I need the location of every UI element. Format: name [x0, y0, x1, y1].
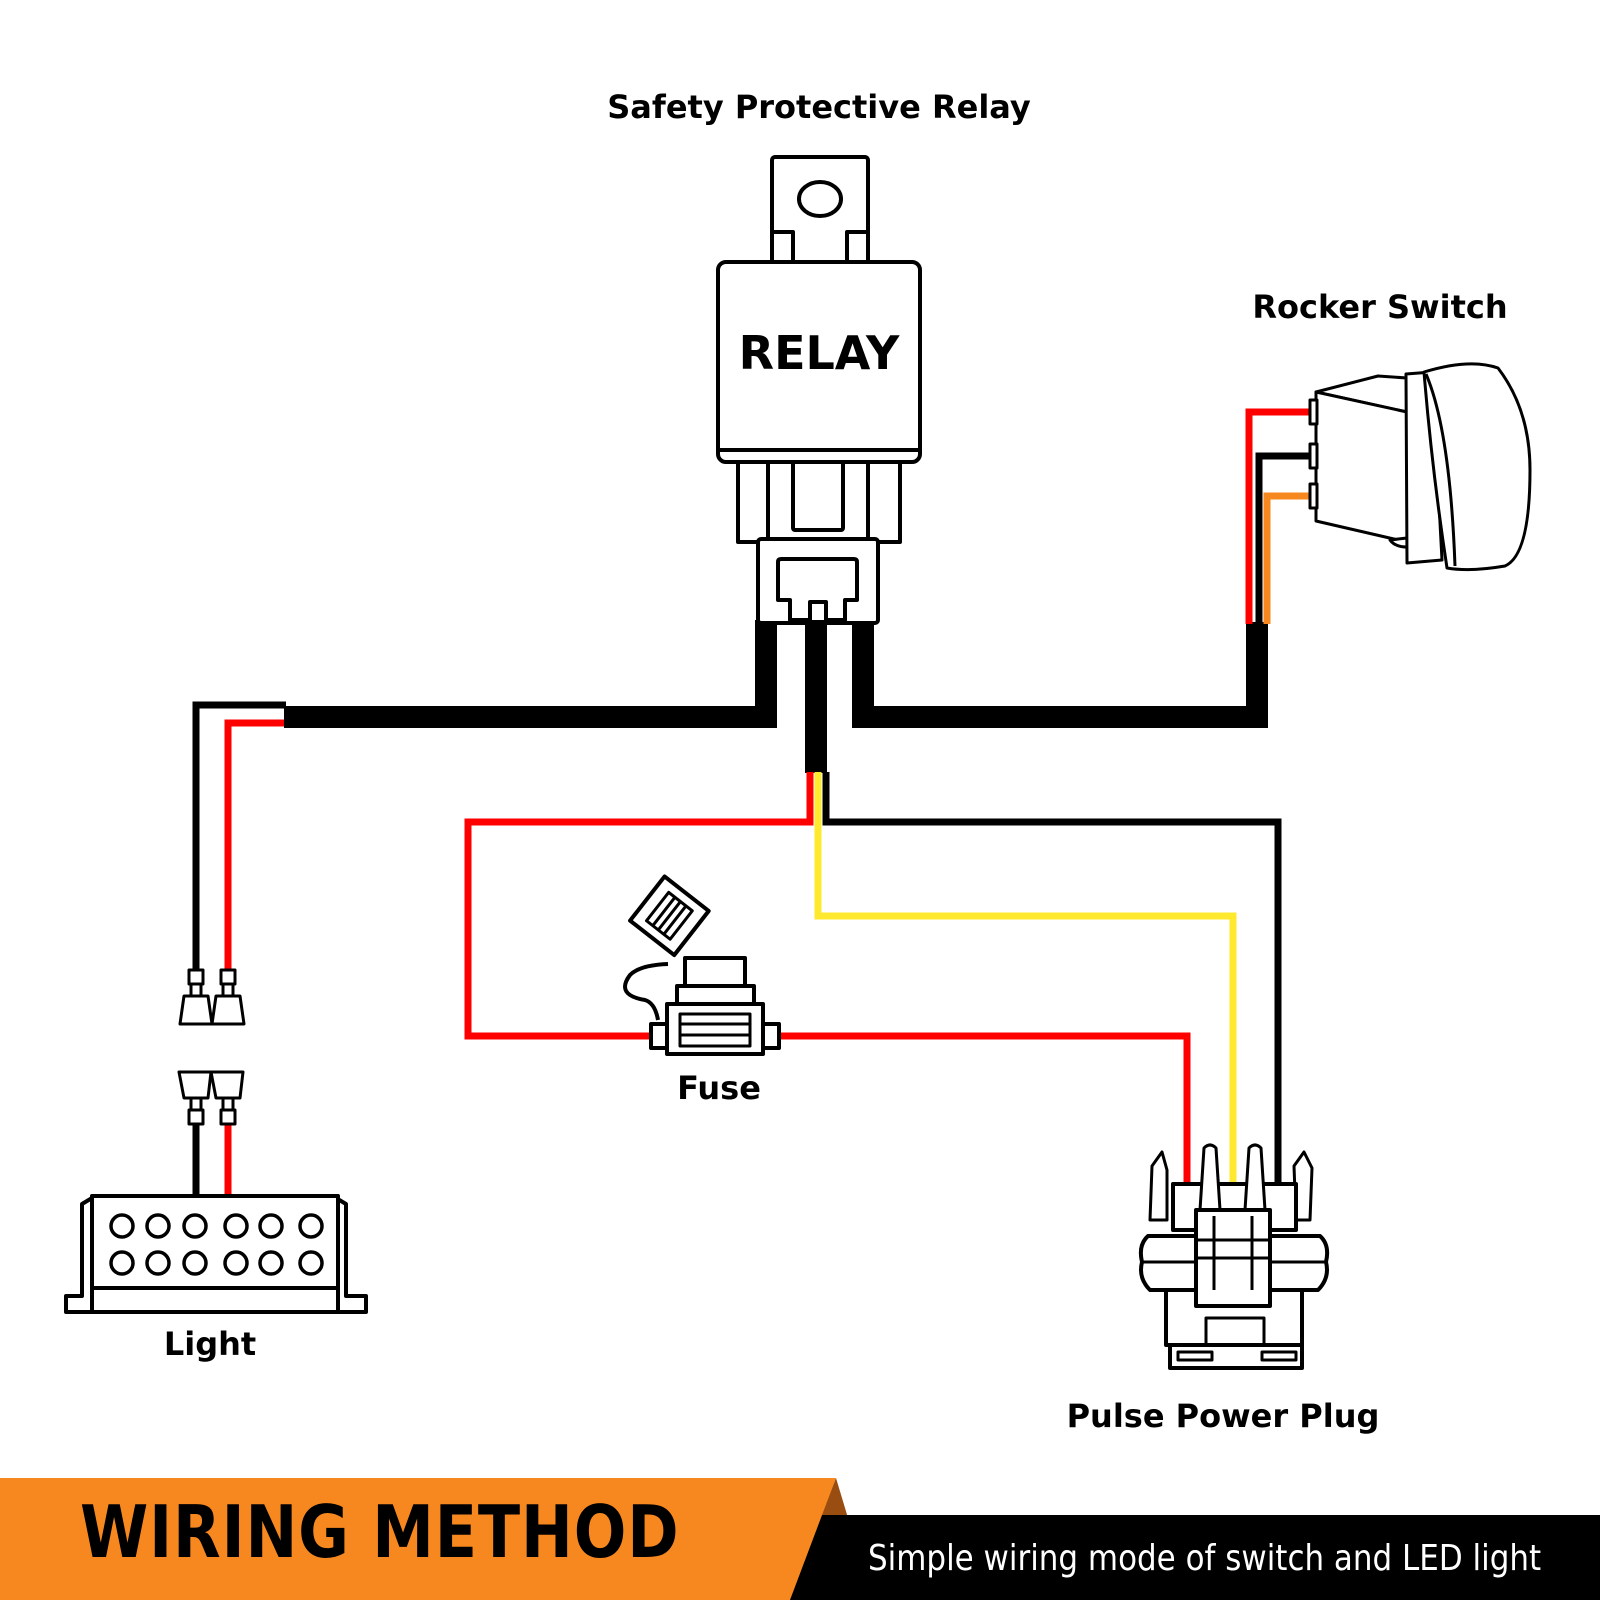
- wire-fuse-red-out: [776, 1032, 1191, 1190]
- led-grid: [109, 1213, 324, 1276]
- connector-upper-black: [178, 968, 214, 1026]
- wire-switch-black: [1255, 452, 1311, 624]
- rocker-switch: Rocker Switch: [1252, 288, 1532, 572]
- relay-body-text: RELAY: [739, 326, 900, 380]
- light-bracket-left: [64, 1196, 96, 1314]
- wire-plug-yellow: [814, 772, 1237, 1190]
- led-lamp: [109, 1213, 135, 1239]
- light-label: Light: [164, 1325, 256, 1363]
- light-bracket-right: [334, 1196, 368, 1314]
- relay: RELAY Safety Protective Relay: [607, 88, 1031, 625]
- wire-switch-red: [1245, 408, 1311, 624]
- led-lamp: [298, 1213, 324, 1239]
- connector-lower-red: [209, 1070, 245, 1126]
- banner: [0, 1478, 1600, 1600]
- led-lamp: [145, 1213, 171, 1239]
- rocker-switch-label: Rocker Switch: [1252, 288, 1507, 326]
- fuse: Fuse: [623, 874, 781, 1107]
- plug-prong-left: [1148, 1150, 1169, 1222]
- banner-orange-panel: [0, 1478, 836, 1600]
- banner-shadow: [820, 1478, 848, 1518]
- light-bar: Light: [64, 1194, 368, 1363]
- led-lamp: [182, 1250, 208, 1276]
- plug-pin-2: [1243, 1143, 1267, 1212]
- wire-relay-to-light-trunk: [284, 620, 777, 728]
- wires: [192, 408, 1311, 1196]
- pulse-power-plug: Pulse Power Plug: [1067, 1143, 1380, 1435]
- led-lamp: [258, 1213, 284, 1239]
- plug-prong-right: [1292, 1150, 1314, 1222]
- banner-title: WIRING METHOD: [80, 1490, 680, 1574]
- wire-fuse-red-in: [464, 772, 814, 1040]
- relay-label: Safety Protective Relay: [607, 88, 1031, 126]
- switch-rocker: [1422, 362, 1532, 572]
- led-lamp: [298, 1250, 324, 1276]
- relay-mount-hole: [797, 180, 843, 218]
- connector-lower-black: [177, 1070, 213, 1126]
- led-lamp: [109, 1250, 135, 1276]
- wire-relay-to-switch-trunk: [852, 620, 1268, 728]
- relay-base-center: [791, 460, 845, 532]
- light-housing: [90, 1194, 340, 1314]
- wire-switch-orange: [1263, 492, 1311, 624]
- led-lamp: [182, 1213, 208, 1239]
- light-connectors: [177, 968, 246, 1126]
- wire-light-red: [224, 719, 284, 975]
- banner-subtitle: Simple wiring mode of switch and LED lig…: [868, 1538, 1542, 1579]
- fuse-cap: [628, 874, 711, 958]
- plug-pin-1: [1198, 1143, 1222, 1212]
- power-plug-label: Pulse Power Plug: [1067, 1397, 1380, 1435]
- fuse-cap-tether: [623, 962, 669, 1021]
- led-lamp: [258, 1250, 284, 1276]
- switch-terminal-3: [1308, 482, 1319, 510]
- led-lamp: [223, 1250, 249, 1276]
- fuse-label: Fuse: [677, 1069, 761, 1107]
- connector-upper-red: [210, 968, 246, 1026]
- banner-black-strip: [780, 1515, 1600, 1600]
- wire-light-black: [192, 701, 286, 975]
- led-lamp: [145, 1250, 171, 1276]
- fuse-top-block: [683, 956, 747, 988]
- switch-housing: [1314, 390, 1409, 544]
- switch-terminal-2: [1308, 442, 1319, 470]
- wire-plug-black: [822, 772, 1282, 1190]
- led-lamp: [223, 1213, 249, 1239]
- relay-socket-latch: [776, 557, 859, 622]
- switch-terminal-1: [1308, 398, 1319, 426]
